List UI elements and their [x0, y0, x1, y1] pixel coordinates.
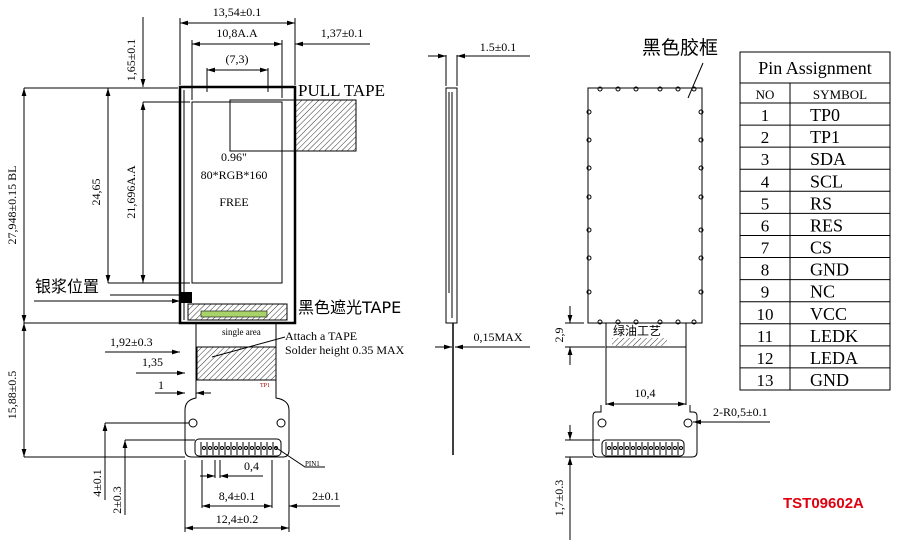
pull-tape-label: PULL TAPE — [298, 81, 385, 100]
panel-outline — [178, 85, 297, 325]
dim-total-height: 27,948±0.15 BL — [5, 166, 19, 245]
dim-fpc-thickness: 0,15MAX — [473, 330, 522, 344]
pin-symbol: GND — [810, 260, 849, 280]
silver-paste-mark — [180, 292, 192, 303]
table-title: Pin Assignment — [758, 58, 872, 78]
dim-height-24-65: 24,65 — [89, 179, 103, 206]
header-no: NO — [756, 87, 775, 102]
pin1-label: PIN1 — [305, 460, 320, 468]
pin-symbol: SDA — [810, 149, 846, 169]
attach-tape-label: Attach a TAPE — [285, 329, 357, 343]
pin-no: 3 — [761, 150, 770, 169]
pin-symbol: RES — [810, 215, 843, 235]
back-view: 黑色胶框 绿油工艺 2,9 10,4 2-R0,5±0.1 1,7±0.3 — [552, 37, 770, 540]
frame-label: 黑色胶框 — [642, 37, 718, 59]
dim-10-4: 10,4 — [635, 386, 656, 400]
dim-tab-width: 12,4±0.2 — [216, 512, 259, 526]
active-area — [191, 101, 283, 284]
pin-symbol: TP1 — [810, 127, 840, 147]
dim-thickness: 1.5±0.1 — [480, 40, 517, 54]
drawing-number: TST09602A — [783, 495, 864, 512]
pin-symbol: CS — [810, 238, 832, 258]
dim-1-92: 1,92±0.3 — [110, 335, 153, 349]
pin-no: 1 — [761, 106, 770, 125]
dim-total-width: 13,54±0.1 — [213, 5, 262, 19]
silver-paste-label: 银浆位置 — [35, 277, 99, 296]
dim-window: (7,3) — [226, 52, 249, 66]
dim-4: 4±0.1 — [90, 469, 104, 497]
pin-symbol: LEDA — [810, 348, 858, 368]
panel-note: FREE — [219, 195, 248, 209]
single-area-label: single area — [222, 327, 261, 337]
dim-pitch: 0,4 — [244, 459, 259, 473]
pin-no: 8 — [761, 261, 770, 280]
resolution: 80*RGB*160 — [201, 168, 268, 182]
pin-no: 2 — [761, 128, 770, 147]
pin-no: 12 — [757, 349, 774, 368]
dim-1-35: 1,35 — [142, 355, 163, 369]
connector-pins — [200, 442, 278, 455]
solder-area — [196, 346, 277, 381]
pin-symbol: RS — [810, 193, 832, 213]
dim-1-7: 1,7±0.3 — [552, 480, 566, 517]
header-symbol: SYMBOL — [813, 87, 867, 102]
pin-assignment-table: Pin Assignment NO SYMBOL 1 TP0 2 TP1 3 SDA 4 SC… — [739, 51, 891, 391]
fpc-strip — [200, 310, 268, 318]
hole-right — [276, 418, 286, 428]
pin-no: 10 — [757, 305, 774, 324]
solder-height-label: Solder height 0.35 MAX — [285, 343, 405, 357]
dim-aa-height: 21,696A.A — [124, 165, 138, 219]
dim-2: 2±0.1 — [312, 489, 340, 503]
pin-no: 7 — [761, 239, 770, 258]
panel-size: 0.96" — [221, 150, 247, 164]
hole-left — [188, 418, 198, 428]
pin-no: 9 — [761, 283, 770, 302]
dim-aa-width: 10,8A.A — [216, 26, 258, 40]
pin-no: 5 — [761, 194, 770, 213]
pin-no: 13 — [757, 371, 774, 390]
pin-no: 11 — [757, 327, 773, 346]
tp1-label: TP1 — [260, 383, 270, 389]
green-oil-label: 绿油工艺 — [613, 323, 661, 338]
dim-top-offset: 1,65±0.1 — [124, 39, 138, 82]
dim-2b: 2±0.3 — [110, 486, 124, 514]
pin-no: 4 — [761, 172, 770, 191]
fpc-outline — [184, 323, 290, 458]
pin-symbol: VCC — [810, 304, 847, 324]
pin-symbol: GND — [810, 370, 849, 390]
pin-symbol: TP0 — [810, 105, 840, 125]
dim-pins-width: 8,4±0.1 — [219, 489, 256, 503]
front-view: 13,54±0.1 10,8A.A (7,3) 1,37±0.1 1,65±0.… — [5, 5, 405, 532]
black-tape-label: 黑色遮光TAPE — [298, 298, 401, 317]
pull-tape — [294, 99, 357, 152]
pin-no: 6 — [761, 216, 770, 235]
pin-symbol: NC — [810, 282, 835, 302]
pin-symbol: SCL — [810, 171, 843, 191]
dim-offset-right: 1,37±0.1 — [321, 26, 364, 40]
dim-2-9: 2,9 — [552, 328, 566, 343]
dim-1: 1 — [158, 378, 164, 392]
pin-symbol: LEDK — [810, 326, 858, 346]
dim-radius: 2-R0,5±0.1 — [713, 405, 768, 419]
dim-fpc-height: 15,88±0.5 — [5, 371, 19, 420]
side-view: 1.5±0.1 0,15MAX — [428, 40, 530, 455]
black-frame — [587, 87, 703, 324]
